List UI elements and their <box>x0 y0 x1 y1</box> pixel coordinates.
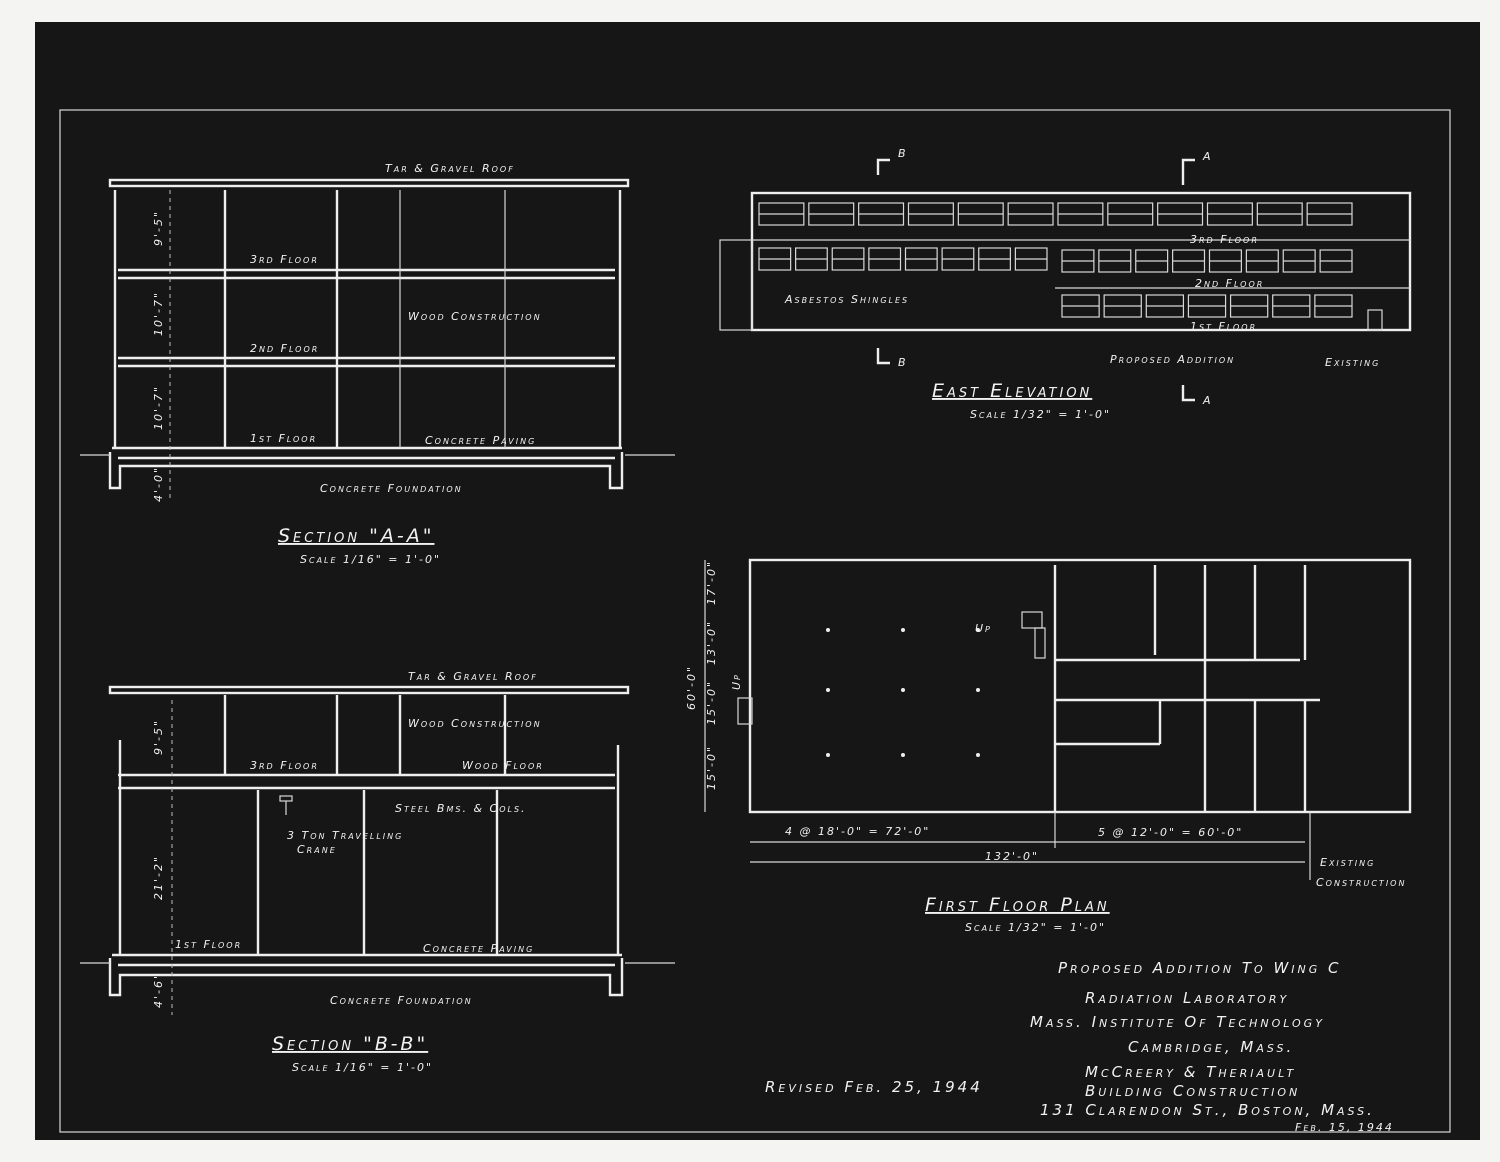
label-roof: Tar & Gravel Roof <box>385 162 515 175</box>
dim-east-bays: 5 @ 12'-0" = 60'-0" <box>1098 826 1243 839</box>
section-marker-b-top: B <box>898 147 908 160</box>
title-line-4: Cambridge, Mass. <box>1128 1038 1294 1056</box>
label-wood-floor: Wood Floor <box>462 759 544 772</box>
title-line-6: Building Construction <box>1085 1082 1300 1100</box>
label-concrete-foundation: Concrete Foundation <box>320 482 463 495</box>
label-roof: Tar & Gravel Roof <box>408 670 538 683</box>
dim-1st: 21'-2" <box>152 855 165 900</box>
dim-vertical-3: 15'-0" <box>705 680 718 725</box>
section-aa-title: Section "A-A" <box>278 525 434 547</box>
first-floor-plan-scale: Scale 1/32" = 1'-0" <box>965 921 1106 934</box>
plan-walls <box>704 558 1412 880</box>
column-marker <box>901 628 905 632</box>
label-wood-construction: Wood Construction <box>408 717 542 730</box>
column-marker <box>826 688 830 692</box>
section-bb-scale: Scale 1/16" = 1'-0" <box>292 1061 433 1074</box>
label-wood-construction: Wood Construction <box>408 310 542 323</box>
section-bb-structure <box>80 685 675 1015</box>
dim-vertical-4: 15'-0" <box>705 745 718 790</box>
section-aa-structure <box>80 178 675 500</box>
dim-footing: 4'-0" <box>152 466 165 502</box>
label-2nd-floor: 2nd Floor <box>1195 277 1264 290</box>
label-existing: Existing <box>1325 356 1380 369</box>
column-marker <box>976 688 980 692</box>
section-marker-b-bottom: B <box>898 356 908 369</box>
column-marker <box>826 628 830 632</box>
column-marker <box>826 753 830 757</box>
title-block: Proposed Addition To Wing C Radiation La… <box>765 959 1394 1134</box>
plan-column-grid <box>826 628 980 757</box>
dim-west-bays: 4 @ 18'-0" = 72'-0" <box>785 825 930 838</box>
dim-3rd: 9'-5" <box>152 210 165 246</box>
first-floor-plan-title: First Floor Plan <box>925 894 1110 916</box>
label-3rd-floor: 3rd Floor <box>1190 233 1259 246</box>
label-crane-1: 3 Ton Travelling <box>287 829 403 842</box>
title-line-7: 131 Clarendon St., Boston, Mass. <box>1040 1101 1375 1119</box>
column-marker <box>901 753 905 757</box>
title-line-3: Mass. Institute Of Technology <box>1030 1013 1325 1031</box>
first-floor-plan: Up Up 4 @ 18'-0" = 72'-0" 5 @ 12'-0" = 6… <box>685 558 1412 934</box>
label-1st-floor: 1st Floor <box>1190 320 1257 333</box>
label-up-stair: Up <box>975 622 992 635</box>
elevation-outline <box>719 158 1412 402</box>
section-marker-a-bottom: A <box>1202 394 1213 407</box>
label-concrete-paving: Concrete Paving <box>425 434 536 447</box>
label-proposed-addition: Proposed Addition <box>1110 353 1235 366</box>
dim-2nd: 10'-7" <box>152 291 165 336</box>
label-asbestos-shingles: Asbestos Shingles <box>784 293 909 306</box>
section-aa: Tar & Gravel Roof 3rd Floor 2nd Floor 1s… <box>80 162 675 566</box>
dim-3rd: 9'-5" <box>152 719 165 755</box>
dim-vertical-1: 17'-0" <box>705 560 718 605</box>
title-line-5: McCreery & Theriault <box>1085 1063 1296 1081</box>
label-3rd-floor: 3rd Floor <box>250 759 319 772</box>
label-existing: Existing <box>1320 856 1375 869</box>
column-marker <box>976 753 980 757</box>
dim-depth: 60'-0" <box>685 665 698 710</box>
label-construction: Construction <box>1316 876 1406 889</box>
dim-1st: 10'-7" <box>152 385 165 430</box>
dim-total-length: 132'-0" <box>985 850 1039 863</box>
drawing-border <box>59 109 1451 1133</box>
elevation-windows <box>758 202 1353 318</box>
title-line-1: Proposed Addition To Wing C <box>1058 959 1342 977</box>
dim-vertical-2: 13'-0" <box>705 620 718 665</box>
label-concrete-paving: Concrete Paving <box>423 942 534 955</box>
label-3rd-floor: 3rd Floor <box>250 253 319 266</box>
dim-footing: 4'-6" <box>152 972 165 1008</box>
title-line-2: Radiation Laboratory <box>1085 989 1289 1007</box>
column-marker <box>976 628 980 632</box>
east-elevation-title: East Elevation <box>932 380 1092 402</box>
section-bb: Tar & Gravel Roof Wood Construction 3rd … <box>80 670 675 1074</box>
title-date: Feb. 15, 1944 <box>1295 1121 1394 1134</box>
revised-date: Revised Feb. 25, 1944 <box>765 1078 983 1096</box>
label-steel-beams: Steel Bms. & Cols. <box>395 802 527 815</box>
label-1st-floor: 1st Floor <box>175 938 242 951</box>
section-bb-title: Section "B-B" <box>272 1033 428 1055</box>
label-concrete-foundation: Concrete Foundation <box>330 994 473 1007</box>
column-marker <box>901 688 905 692</box>
label-crane-2: Crane <box>297 843 337 856</box>
section-aa-scale: Scale 1/16" = 1'-0" <box>300 553 441 566</box>
east-elevation-scale: Scale 1/32" = 1'-0" <box>970 408 1111 421</box>
label-up-stair-2: Up <box>730 673 743 690</box>
east-elevation: B A B A Asbestos Shingles 3rd Floor 2nd … <box>719 147 1412 421</box>
label-1st-floor: 1st Floor <box>250 432 317 445</box>
section-marker-a-top: A <box>1202 150 1213 163</box>
label-2nd-floor: 2nd Floor <box>250 342 319 355</box>
blueprint-background <box>35 22 1480 1140</box>
